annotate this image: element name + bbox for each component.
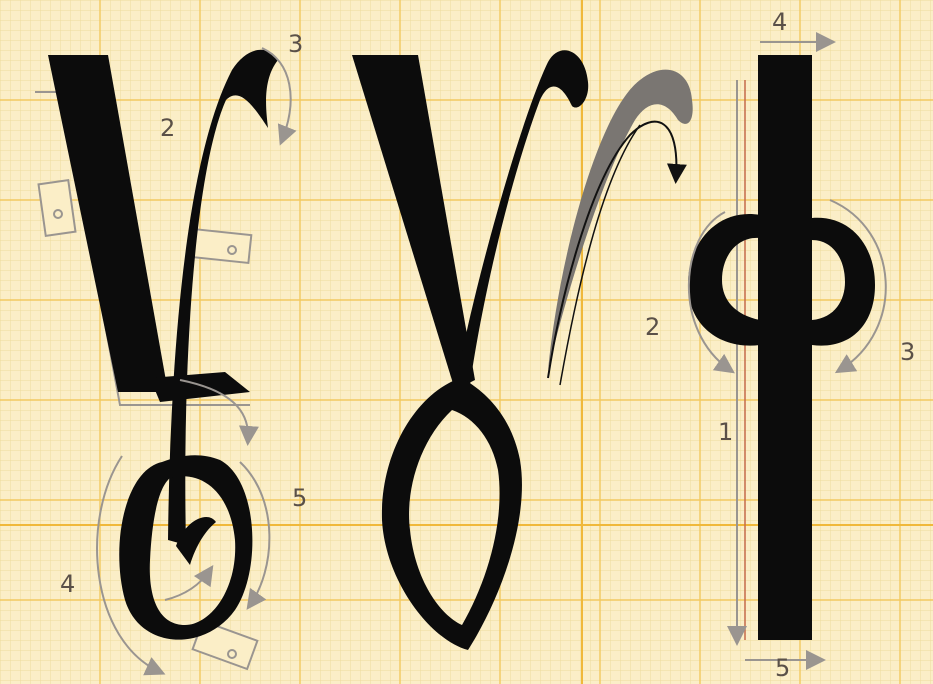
stroke-label-1: 1 <box>718 418 733 446</box>
stroke-label-4: 4 <box>772 8 787 36</box>
stroke-label-2: 2 <box>160 114 175 142</box>
stroke-label-4: 4 <box>60 570 75 598</box>
pen-nib-icon <box>191 229 252 263</box>
stroke-label-3: 3 <box>288 30 303 58</box>
stroke-label-2: 2 <box>645 313 660 341</box>
pen-nib-icon <box>39 180 76 236</box>
phi-stem <box>758 55 812 640</box>
stroke-label-3: 3 <box>900 338 915 366</box>
stroke-label-5: 5 <box>292 484 307 512</box>
stroke-label-5: 5 <box>775 654 790 682</box>
